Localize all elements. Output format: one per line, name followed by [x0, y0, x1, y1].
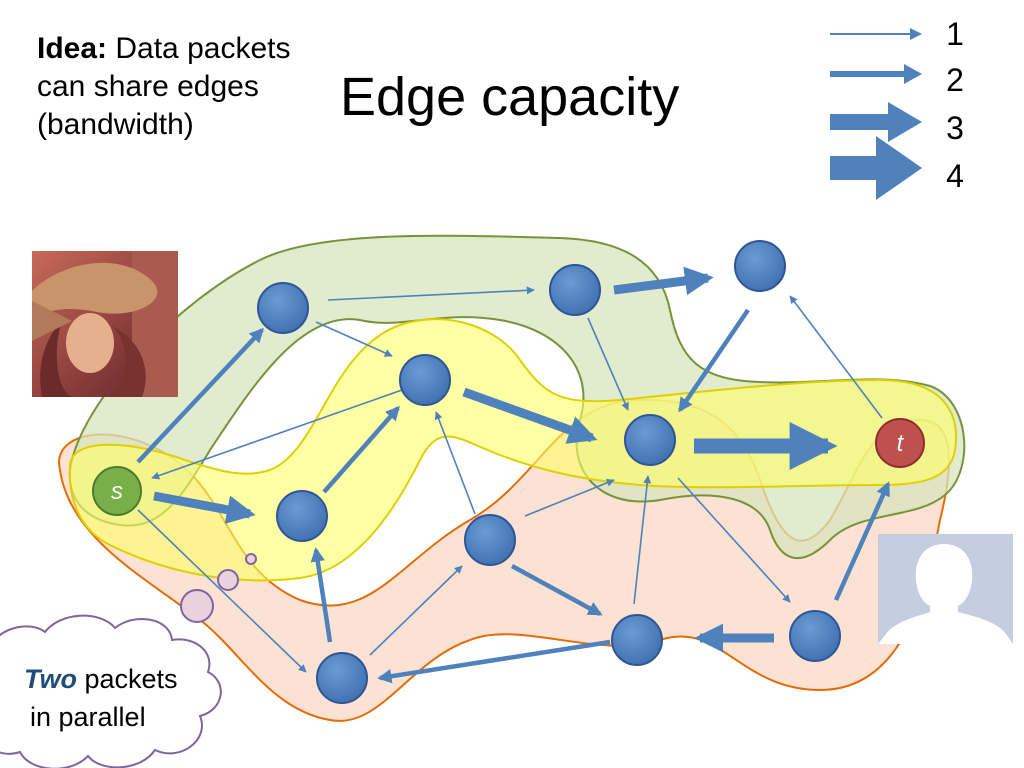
legend-label-4: 4: [946, 158, 964, 194]
edge: [136, 327, 264, 464]
thought-cloud: [0, 614, 222, 768]
source-node-label: s: [111, 478, 123, 505]
thought-line-1-text: packets: [77, 664, 178, 694]
thought-emphasis: Two: [24, 664, 77, 694]
idea-line-1-text: Data packets: [107, 32, 291, 65]
edges-capacity-3: [153, 266, 774, 653]
graph-node: [624, 414, 676, 466]
graph-node: [734, 240, 786, 292]
edge: [153, 491, 256, 524]
slide-title: Edge capacity: [340, 67, 680, 127]
edge: [613, 266, 714, 296]
idea-line-3: (bandwidth): [37, 108, 194, 141]
edge: [633, 475, 652, 605]
legend-arrows: [830, 28, 922, 200]
idea-text: Idea: Data packets can share edges (band…: [37, 30, 347, 144]
edges-capacity-2: [136, 308, 891, 684]
thought-dot: [217, 569, 239, 591]
sink-node: [875, 418, 925, 468]
legend-label-1: 1: [946, 16, 964, 52]
edge: [789, 295, 883, 419]
edge: [434, 411, 476, 515]
graph-node: [549, 264, 601, 316]
edge: [833, 481, 891, 601]
graph-node: [316, 652, 368, 704]
idea-line-1: Idea: Data packets: [37, 30, 347, 68]
graph-node: [399, 354, 451, 406]
graph-node: [276, 490, 328, 542]
edge: [587, 317, 629, 411]
sink-node-label: t: [897, 430, 905, 457]
thought-dot: [245, 553, 257, 565]
nodes: [257, 240, 841, 704]
edge: [510, 564, 603, 616]
edge: [315, 321, 393, 357]
legend-arrow-1: [830, 28, 922, 40]
graph-node: [257, 282, 309, 334]
edge: [677, 477, 791, 603]
edge: [369, 565, 463, 656]
legend-arrow-2: [830, 64, 922, 84]
edge: [678, 308, 750, 413]
edges-capacity-1: [137, 286, 883, 673]
edge: [377, 639, 611, 684]
legend-label-2: 2: [946, 62, 964, 98]
edge: [327, 286, 535, 301]
graph-node: [789, 610, 841, 662]
legend-arrow-4: [830, 136, 922, 200]
capacity-legend: 1 2 3 4: [822, 12, 1022, 207]
edge: [151, 389, 403, 480]
thought-text: Two packets in parallel: [14, 660, 214, 736]
legend-label-3: 3: [946, 110, 964, 146]
edge: [322, 405, 400, 494]
thought-line-1: Two packets: [14, 660, 214, 698]
legend-arrow-3: [830, 102, 922, 142]
thought-line-2: in parallel: [30, 702, 146, 732]
graph-node: [464, 514, 516, 566]
graph-node: [611, 614, 663, 666]
user-silhouette-icon: [878, 534, 1013, 644]
edge: [462, 387, 598, 444]
idea-line-2: can share edges: [37, 70, 259, 103]
edge: [310, 547, 333, 643]
idea-label: Idea:: [37, 32, 108, 65]
thought-dot: [180, 589, 214, 623]
portrait-photo: [32, 251, 178, 397]
edge: [137, 509, 307, 673]
edge: [524, 478, 615, 517]
thought-bubble: [0, 553, 257, 768]
source-node: [92, 466, 142, 516]
